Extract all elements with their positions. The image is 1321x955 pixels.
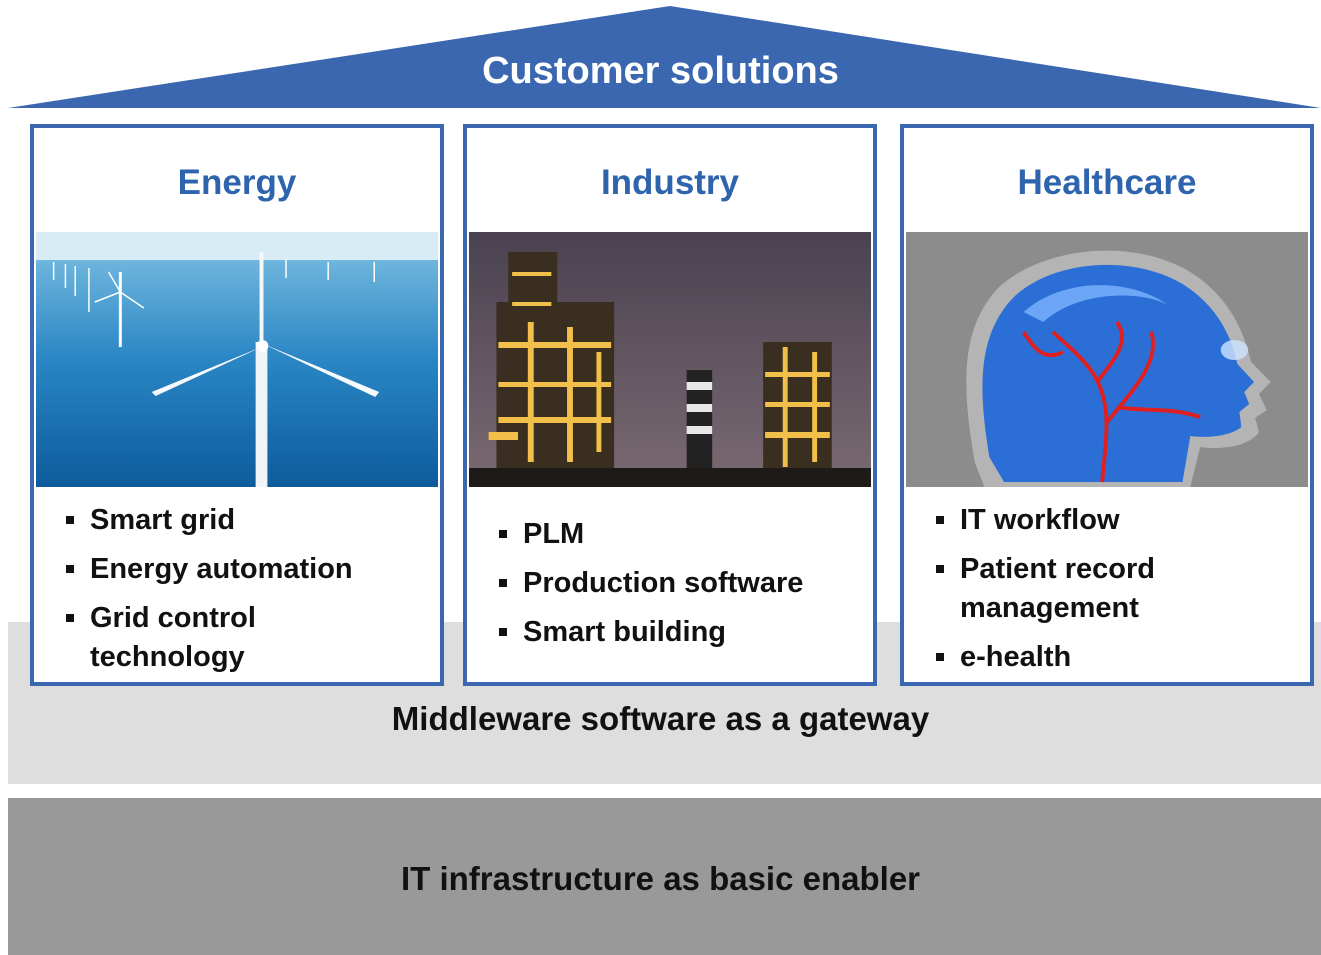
- healthcare-bullet-list: IT workflow Patient record management e-…: [936, 501, 1200, 682]
- list-item: Smart grid: [66, 501, 353, 540]
- industrial-plant-image: [469, 232, 871, 487]
- list-item: Energy automation: [66, 550, 353, 589]
- list-item: IT workflow: [936, 501, 1200, 540]
- wind-farm-image: [36, 232, 438, 487]
- list-item: Smart building: [499, 613, 803, 652]
- pillar-healthcare: Healthcare IT workflow Patient record ma…: [900, 124, 1314, 686]
- list-item: Production software: [499, 564, 803, 603]
- list-item: e-health: [936, 638, 1200, 677]
- medical-head-scan-image: [906, 232, 1308, 487]
- pillar-energy: Energy Smart grid Energy a: [30, 124, 444, 686]
- middleware-label: Middleware software as a gateway: [391, 700, 930, 737]
- infrastructure-layer: [8, 798, 1321, 955]
- pillar-title: Energy: [177, 163, 297, 202]
- pillar-industry: Industry: [463, 124, 877, 686]
- pillar-title: Healthcare: [1017, 163, 1197, 202]
- energy-bullet-list: Smart grid Energy automation Grid contro…: [66, 501, 353, 682]
- roof-shape: [8, 6, 1321, 108]
- list-item: Patient record management: [936, 550, 1200, 628]
- roof-title: Customer solutions: [482, 50, 839, 92]
- list-item: PLM: [499, 515, 803, 554]
- industry-bullet-list: PLM Production software Smart building: [499, 515, 803, 662]
- infrastructure-label: IT infrastructure as basic enabler: [400, 860, 921, 897]
- list-item: Grid control technology: [66, 599, 310, 677]
- pillar-title: Industry: [600, 163, 740, 202]
